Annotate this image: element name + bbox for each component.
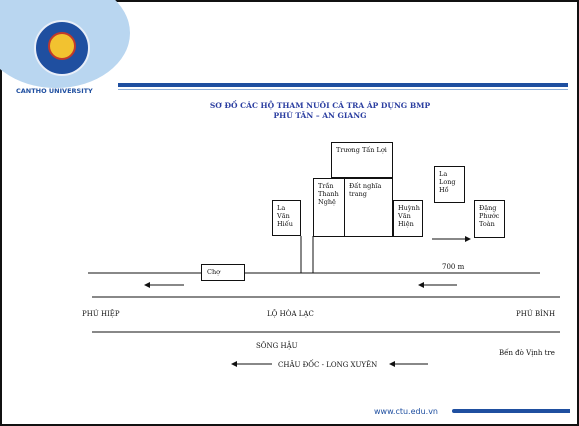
ferry-label: Bến đò Vịnh tre [499, 349, 555, 357]
page-title: SƠ ĐỒ CÁC HỘ THAM NUÔI CÁ TRA ÁP DỤNG BM… [209, 101, 431, 110]
route-label: CHÂU ĐỐC - LONG XUYÊN [278, 361, 378, 369]
phu-hiep-label: PHÚ HIỆP [82, 310, 120, 318]
header-bar [118, 83, 568, 87]
footer-url: www.ctu.edu.vn [374, 407, 439, 416]
distance-label: 700 m [442, 263, 465, 271]
page-subtitle: PHÚ TÂN – AN GIANG [273, 111, 367, 120]
road-label: LỘ HÒA LẠC [267, 310, 314, 318]
market-box: Chợ [201, 264, 245, 281]
phu-binh-label: PHÚ BÌNH [516, 310, 556, 318]
household-la-long-ho: La Long Hồ [434, 166, 465, 203]
household-la-van-hieu: La Văn Hiếu [272, 200, 301, 236]
logo-seal [34, 20, 90, 76]
logo-inner-ring [48, 32, 76, 60]
header-bar-thin [118, 89, 568, 90]
area-dat-nghia-trang: Đất nghĩa trang [344, 178, 393, 237]
footer-swoosh [452, 409, 570, 413]
household-dang-phuoc-toan: Đặng Phước Toàn [474, 200, 505, 238]
household-tran-thanh-nghe: Trần Thanh Nghệ [313, 178, 345, 237]
household-truong-tan-loi: Trương Tấn Lợi [331, 142, 393, 178]
university-name: CANTHO UNIVERSITY [16, 87, 93, 95]
household-huynh-van-hien: Huỳnh Văn Hiện [393, 200, 423, 237]
river-label: SÔNG HẬU [256, 342, 298, 350]
